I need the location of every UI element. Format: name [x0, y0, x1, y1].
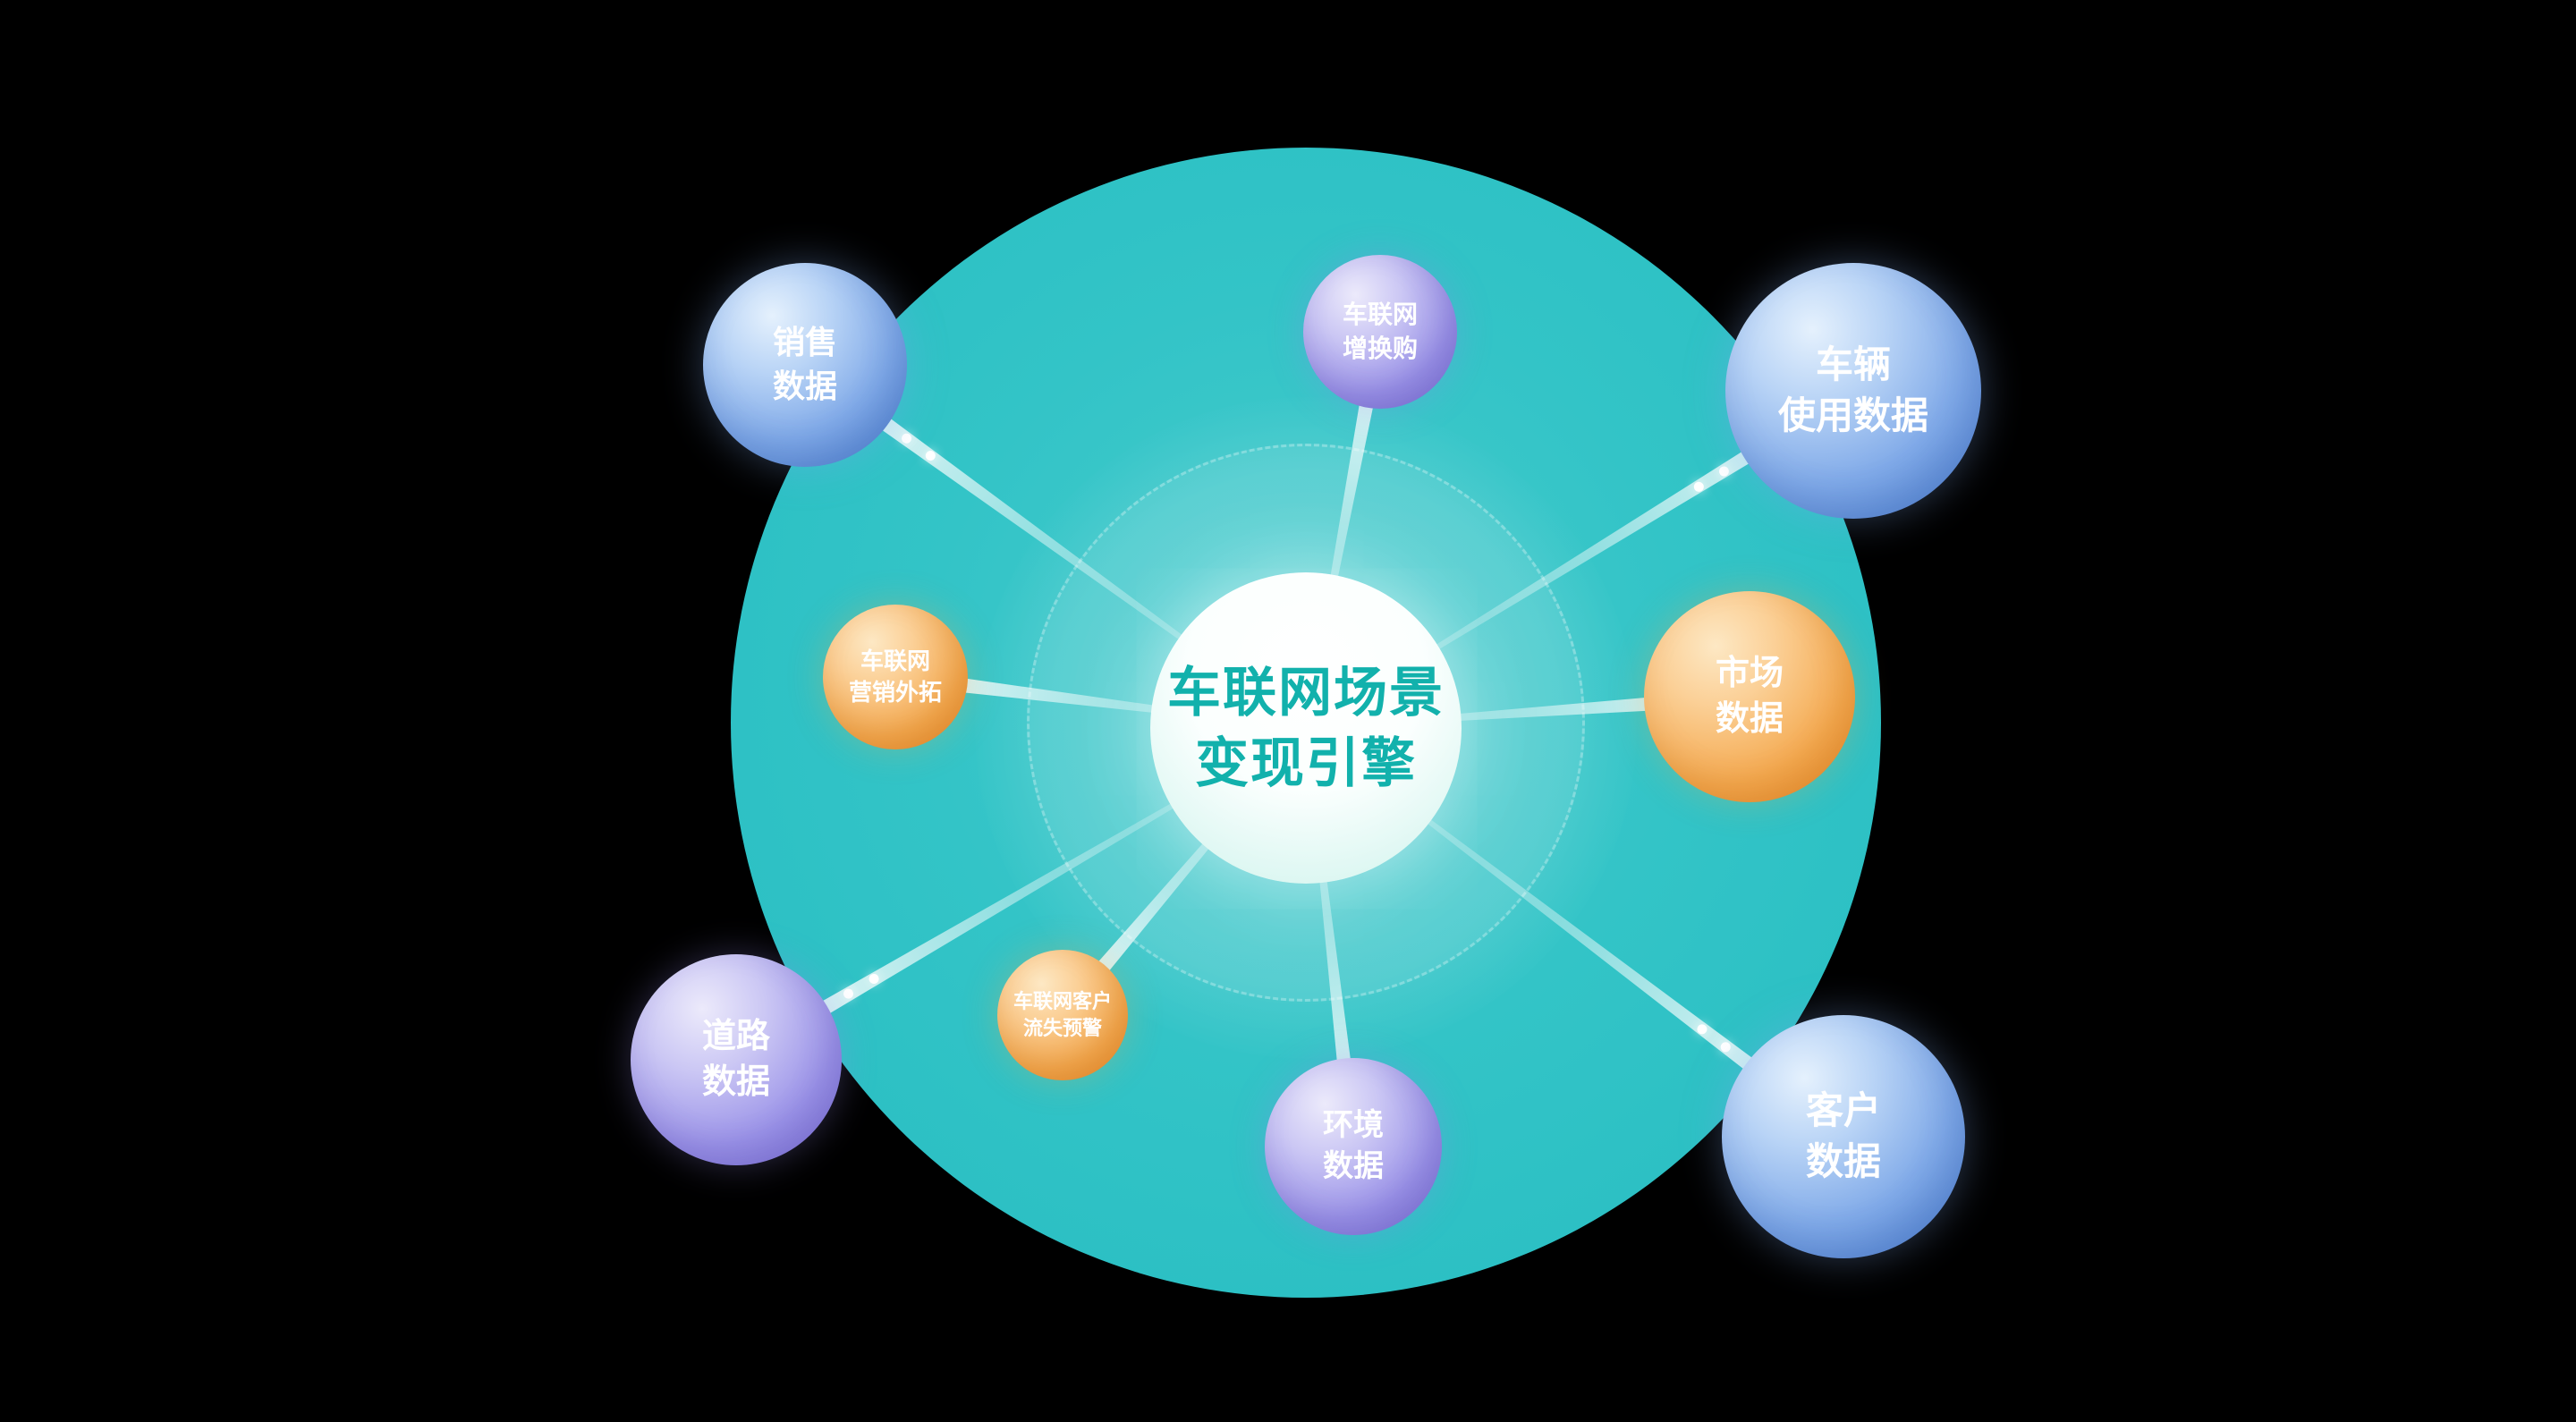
- node-label-line: 市场: [1715, 654, 1784, 692]
- node-label-line: 流失预警: [1022, 1017, 1102, 1039]
- node-label-line: 车辆: [1815, 343, 1891, 386]
- beam-dot: [899, 431, 913, 446]
- node-sales-data-label: 销售 数据: [773, 321, 837, 408]
- node-label-line: 使用数据: [1777, 394, 1928, 436]
- node-iov-marketing-expansion-label: 车联网 营销外拓: [849, 646, 942, 708]
- node-customer-data: 客户 数据: [1722, 1015, 1965, 1258]
- node-label-line: 销售: [772, 324, 837, 361]
- node-environment-data-label: 环境 数据: [1323, 1105, 1384, 1188]
- center-hub-sphere: 车联网场景 变现引擎: [1150, 572, 1462, 884]
- node-label-line: 道路: [701, 1017, 770, 1055]
- node-label-line: 数据: [1323, 1149, 1384, 1183]
- beam-dot: [1695, 1021, 1709, 1037]
- node-market-data: 市场 数据: [1644, 591, 1855, 802]
- node-label-line: 数据: [772, 368, 837, 404]
- node-label-line: 车联网客户: [1013, 990, 1112, 1013]
- beam-dot: [842, 987, 856, 1002]
- node-label-line: 车联网: [1342, 300, 1418, 329]
- center-hub-title-line1: 车联网场景: [1167, 662, 1445, 723]
- node-vehicle-usage-data-label: 车辆 使用数据: [1778, 340, 1928, 441]
- node-market-data-label: 市场 数据: [1716, 651, 1784, 743]
- node-label-line: 增换购: [1342, 334, 1418, 362]
- node-label-line: 数据: [1715, 700, 1784, 738]
- center-hub-title-line2: 变现引擎: [1195, 733, 1417, 793]
- node-label-line: 数据: [1805, 1140, 1881, 1182]
- beam-dot: [1716, 464, 1731, 478]
- node-label-line: 数据: [701, 1063, 770, 1101]
- node-label-line: 营销外拓: [848, 679, 942, 706]
- node-vehicle-usage-data: 车辆 使用数据: [1725, 263, 1981, 519]
- node-iov-trade-in-upgrade-label: 车联网 增换购: [1343, 298, 1418, 366]
- node-environment-data: 环境 数据: [1265, 1058, 1442, 1235]
- node-iov-customer-churn-warning: 车联网客户 流失预警: [997, 950, 1128, 1080]
- node-iov-trade-in-upgrade: 车联网 增换购: [1303, 255, 1457, 409]
- node-road-data: 道路 数据: [631, 954, 842, 1165]
- node-iov-customer-churn-warning-label: 车联网客户 流失预警: [1013, 988, 1112, 1041]
- node-customer-data-label: 客户 数据: [1806, 1086, 1881, 1187]
- beam-dot: [1691, 479, 1706, 494]
- node-label-line: 车联网: [860, 647, 930, 674]
- node-road-data-label: 道路 数据: [702, 1014, 770, 1106]
- beam-dot: [1718, 1039, 1733, 1054]
- center-hub-title: 车联网场景 变现引擎: [1167, 657, 1445, 799]
- beam-dot: [867, 972, 881, 986]
- node-label-line: 环境: [1323, 1108, 1384, 1143]
- beam-dot: [923, 449, 937, 463]
- node-sales-data: 销售 数据: [703, 263, 907, 467]
- node-label-line: 客户: [1805, 1089, 1881, 1132]
- node-iov-marketing-expansion: 车联网 营销外拓: [823, 605, 968, 749]
